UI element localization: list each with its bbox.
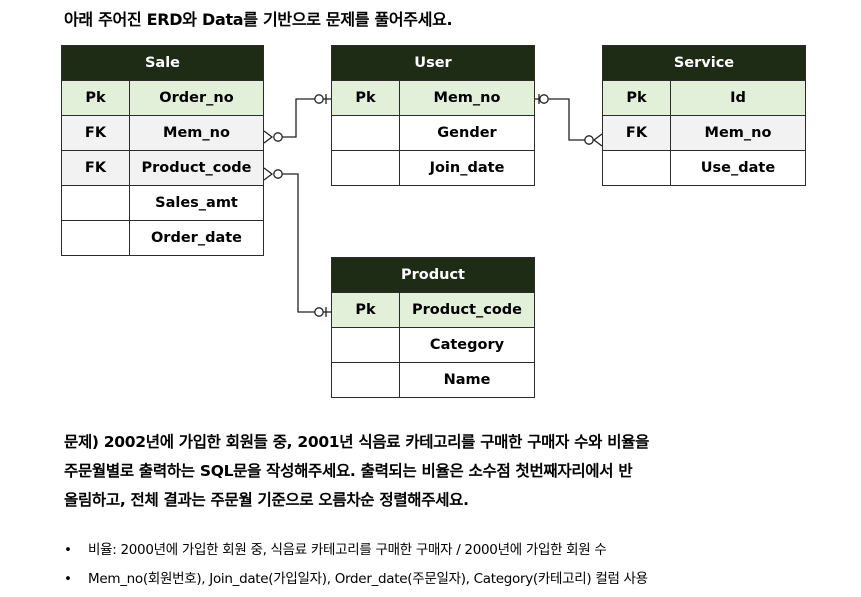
zero-optional-icon xyxy=(584,135,594,145)
question-line: 올림하고, 전체 결과는 주문월 기준으로 오름차순 정렬해주세요. xyxy=(64,491,469,509)
key-cell xyxy=(331,115,400,151)
key-cell: Pk xyxy=(331,292,400,328)
column-cell: Mem_no xyxy=(129,115,264,151)
key-cell: FK xyxy=(602,115,671,151)
zero-optional-icon xyxy=(314,307,324,317)
zero-optional-icon xyxy=(273,132,283,142)
column-cell: Use_date xyxy=(670,150,806,186)
key-cell xyxy=(61,220,130,256)
note-text: Mem_no(회원번호), Join_date(가입일자), Order_dat… xyxy=(88,571,648,587)
question-text: 문제) 2002년에 가입한 회원들 중, 2001년 식음료 카테고리를 구매… xyxy=(64,428,804,515)
user-table: User Pk Mem_no Gender Join_date xyxy=(331,45,535,186)
column-cell: Order_date xyxy=(129,220,264,256)
table-row: FK Mem_no xyxy=(602,115,806,151)
note-text: 비율: 2000년에 가입한 회원 중, 식음료 카테고리를 구매한 구매자 /… xyxy=(88,542,607,558)
relation-sale-user xyxy=(263,94,331,144)
zero-optional-icon xyxy=(539,94,549,104)
question-line: 문제) 2002년에 가입한 회원들 중, 2001년 식음료 카테고리를 구매… xyxy=(64,433,650,451)
table-header-row: Sale xyxy=(61,45,264,81)
product-table: Product Pk Product_code Category Name xyxy=(331,257,535,398)
column-cell: Mem_no xyxy=(399,80,535,116)
table-name: Product xyxy=(331,257,535,293)
bullet-icon: • xyxy=(64,542,72,558)
table-row: Gender xyxy=(331,115,535,151)
column-cell: Product_code xyxy=(399,292,535,328)
table-name: Sale xyxy=(61,45,264,81)
key-cell: Pk xyxy=(61,80,130,116)
key-cell xyxy=(331,327,400,363)
table-row: Use_date xyxy=(602,150,806,186)
table-row: Name xyxy=(331,362,535,398)
list-item: • 비율: 2000년에 가입한 회원 중, 식음료 카테고리를 구매한 구매자 … xyxy=(64,536,844,565)
table-header-row: Service xyxy=(602,45,806,81)
table-row: Pk Product_code xyxy=(331,292,535,328)
zero-optional-icon xyxy=(273,169,283,179)
key-cell xyxy=(602,150,671,186)
page-title: 아래 주어진 ERD와 Data를 기반으로 문제를 풀어주세요. xyxy=(64,10,453,29)
column-cell: Order_no xyxy=(129,80,264,116)
column-cell: Name xyxy=(399,362,535,398)
table-header-row: User xyxy=(331,45,535,81)
crows-foot-icon xyxy=(592,133,603,147)
question-line: 주문월별로 출력하는 SQL문을 작성해주세요. 출력되는 비율은 소수점 첫번… xyxy=(64,462,633,480)
table-row: Pk Id xyxy=(602,80,806,116)
bullet-icon: • xyxy=(64,571,72,587)
key-cell: Pk xyxy=(331,80,400,116)
table-row: Pk Mem_no xyxy=(331,80,535,116)
key-cell: Pk xyxy=(602,80,671,116)
table-row: Order_date xyxy=(61,220,264,256)
table-row: Join_date xyxy=(331,150,535,186)
table-row: FK Mem_no xyxy=(61,115,264,151)
table-name: User xyxy=(331,45,535,81)
column-cell: Id xyxy=(670,80,806,116)
zero-optional-icon xyxy=(314,94,324,104)
table-name: Service xyxy=(602,45,806,81)
key-cell xyxy=(331,362,400,398)
service-table: Service Pk Id FK Mem_no Use_date xyxy=(602,45,806,186)
table-row: Pk Order_no xyxy=(61,80,264,116)
column-cell: Sales_amt xyxy=(129,185,264,221)
column-cell: Product_code xyxy=(129,150,264,186)
relation-sale-product xyxy=(263,167,331,317)
crows-foot-icon xyxy=(263,130,274,144)
column-cell: Join_date xyxy=(399,150,535,186)
key-cell: FK xyxy=(61,115,130,151)
column-cell: Mem_no xyxy=(670,115,806,151)
list-item: • Mem_no(회원번호), Join_date(가입일자), Order_da… xyxy=(64,565,844,594)
column-cell: Gender xyxy=(399,115,535,151)
notes-list: • 비율: 2000년에 가입한 회원 중, 식음료 카테고리를 구매한 구매자 … xyxy=(64,536,844,594)
table-row: Sales_amt xyxy=(61,185,264,221)
sale-table: Sale Pk Order_no FK Mem_no FK Product_co… xyxy=(61,45,264,256)
crows-foot-icon xyxy=(263,167,274,181)
table-header-row: Product xyxy=(331,257,535,293)
relation-user-service xyxy=(535,94,603,147)
